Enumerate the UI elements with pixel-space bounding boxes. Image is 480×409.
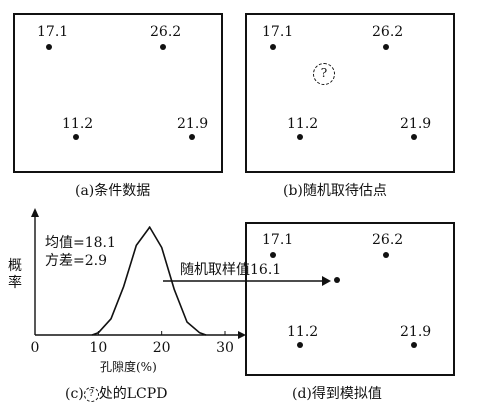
panel-d-point-3 <box>297 342 303 348</box>
panel-a-point-1 <box>46 44 52 50</box>
x-axis-label: 孔隙度(%) <box>100 360 157 374</box>
panel-c-caption: (c)?处的LCPD <box>65 386 168 402</box>
lcpd-chart: 0 10 20 30 <box>31 208 246 356</box>
panel-d-point-2 <box>383 252 389 258</box>
x-tick-label-10: 10 <box>89 340 107 356</box>
unknown-point-icon: ? <box>83 386 99 402</box>
panel-a-point-3 <box>73 134 79 140</box>
unknown-point-marker: ? <box>313 63 335 85</box>
x-axis-arrowhead <box>238 331 246 339</box>
arrow-label: 随机取样值16.1 <box>180 262 282 278</box>
panel-a-box <box>13 13 223 173</box>
panel-a-value-3: 11.2 <box>62 116 94 132</box>
panel-b-caption: (b)随机取待估点 <box>283 183 387 199</box>
panel-d-caption: (d)得到模拟值 <box>292 386 382 402</box>
variance-label: 方差=2.9 <box>45 253 107 269</box>
panel-d-value-4: 21.9 <box>400 324 432 340</box>
y-axis-label: 概率 <box>8 258 22 291</box>
panel-d-box <box>245 222 455 376</box>
panel-d-value-1: 17.1 <box>262 232 294 248</box>
x-tick-label-0: 0 <box>31 340 40 356</box>
panel-b-point-1 <box>270 44 276 50</box>
panel-a-caption: (a)条件数据 <box>75 183 151 199</box>
panel-a-value-2: 26.2 <box>150 24 182 40</box>
lcpd-curve <box>91 226 207 336</box>
panel-a-point-2 <box>160 44 166 50</box>
panel-a-value-1: 17.1 <box>37 24 69 40</box>
panel-b-value-2: 26.2 <box>372 24 404 40</box>
panel-a-value-4: 21.9 <box>177 116 209 132</box>
panel-d-point-4 <box>411 342 417 348</box>
panel-b-point-4 <box>411 134 417 140</box>
panel-d-value-3: 11.2 <box>287 324 319 340</box>
panel-a-point-4 <box>189 134 195 140</box>
mean-label: 均值=18.1 <box>45 235 116 251</box>
panel-d-value-2: 26.2 <box>372 232 404 248</box>
y-axis-arrowhead <box>31 208 39 217</box>
x-tick-label-20: 20 <box>153 340 171 356</box>
panel-b-value-4: 21.9 <box>400 116 432 132</box>
x-tick-label-30: 30 <box>216 340 234 356</box>
panel-b-value-1: 17.1 <box>262 24 294 40</box>
simulated-point <box>334 277 340 283</box>
panel-b-point-3 <box>297 134 303 140</box>
panel-b-point-2 <box>383 44 389 50</box>
panel-d-point-1 <box>270 252 276 258</box>
panel-b-box <box>245 13 455 173</box>
panel-b-value-3: 11.2 <box>287 116 319 132</box>
